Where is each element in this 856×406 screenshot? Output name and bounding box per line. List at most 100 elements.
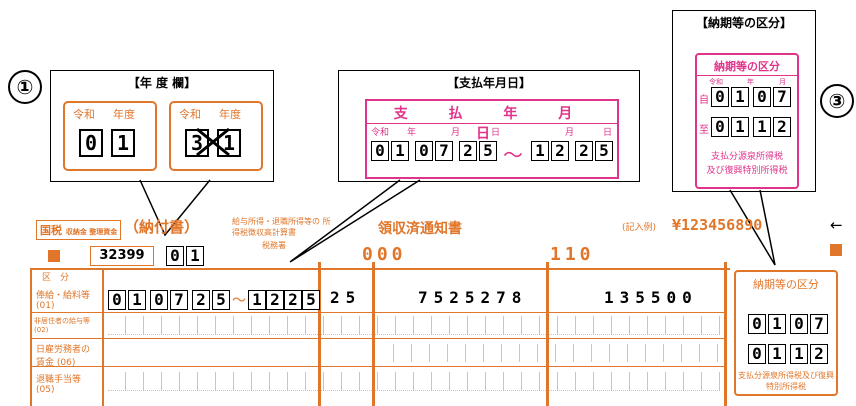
noki-footer-1: 支払分源泉所得税 [710, 152, 783, 162]
noki-footer-2: 及び復興特別所得税 [706, 166, 788, 176]
grid-col-e [724, 262, 727, 406]
row1-from-digit-3: 0 [150, 290, 168, 310]
form-example-label: (記入例) [622, 223, 657, 233]
noki-from-digit-1: 0 [711, 87, 729, 107]
shiharai-from-digit-3: 0 [415, 141, 433, 161]
row1-from-digit-5: 2 [192, 290, 210, 310]
row1-to-digit-2: 2 [266, 290, 284, 310]
noki-pink-box: 納期等の区分 令和 年 月 自 0 1 0 7 至 0 1 1 2 支払分源泉所… [695, 53, 799, 189]
header-kokuzei: 国税 [40, 224, 62, 237]
row1-to-digit-3: 2 [284, 290, 302, 310]
nendo-box-1-unit: 年度 [113, 108, 135, 121]
right-to-digit-1: 0 [748, 344, 766, 364]
form-code-box: 32399 [90, 246, 154, 266]
callout-number-3: ③ [820, 84, 854, 118]
grid-left [30, 268, 32, 406]
shiharai-from-digit-1: 0 [371, 141, 389, 161]
nendo-box-2-unit: 年度 [219, 108, 241, 121]
row3-cells [376, 344, 720, 362]
right-from-digit-1: 0 [748, 314, 766, 334]
row1-people: 25 [330, 288, 362, 307]
shiharai-header: 支 払 年 月 日 [393, 106, 591, 142]
nendo-box-1-digit-1: 0 [79, 129, 103, 157]
right-marker-square [830, 244, 842, 256]
shiharai-sub-5: 月 [565, 128, 575, 138]
grid-col-a [102, 268, 104, 406]
noki-to-digit-1: 0 [711, 117, 729, 137]
grid-top [30, 268, 730, 270]
left-marker-square [48, 250, 60, 262]
row-label-2: 非居住者の給与等 (02) [34, 317, 90, 334]
noki-from-digit-3: 0 [753, 87, 771, 107]
nendo-box-1-digit-2: 1 [111, 129, 135, 157]
nendo-box-1-era: 令和 [73, 108, 95, 121]
right-noki-title: 納期等の区分 [753, 278, 819, 291]
noki-from-digit-2: 1 [731, 87, 749, 107]
noki-callout-title: 【納期等の区分】 [695, 16, 792, 30]
grid-row-1 [30, 312, 726, 313]
shiharai-to-digit-3: 2 [575, 141, 593, 161]
shiharai-sub-1: 令和 [371, 128, 390, 138]
shiharai-from-digit-6: 5 [479, 141, 497, 161]
noki-from-digit-4: 7 [773, 87, 791, 107]
row-label-header: 区 分 [42, 273, 70, 283]
shiharai-to-digit-4: 5 [595, 141, 613, 161]
shiharai-from-digit-5: 2 [459, 141, 477, 161]
shiharai-sub-2: 年 [407, 128, 417, 138]
shiharai-sub-4: 日 [491, 128, 501, 138]
noki-from-label: 自 [699, 95, 709, 106]
nendo-callout: 【年 度 欄】 令和 年度 0 1 令和 年度 3 1 [50, 70, 274, 182]
form-example-digits: ¥123456890 [672, 216, 763, 234]
row-label-4: 退職手当等 (05) [36, 375, 82, 395]
row1-from-digit-4: 7 [170, 290, 188, 310]
row1-tilde: ～ [232, 293, 246, 309]
form-receipt-title: 領収済通知書 [378, 221, 462, 237]
row-label-1: 俸給・給料等 (01) [36, 291, 91, 311]
noki-to-label: 至 [699, 125, 709, 136]
cross-out-icon [196, 127, 230, 157]
noki-callout: 【納期等の区分】 納期等の区分 令和 年 月 自 0 1 0 7 至 0 1 1… [672, 10, 816, 192]
nendo-box-2: 令和 年度 3 1 [169, 101, 263, 171]
right-from-digit-4: 7 [810, 314, 828, 334]
shiharai-from-digit-2: 1 [391, 141, 409, 161]
row1-from-digit-6: 5 [212, 290, 230, 310]
form-header-left: 国税 収納金 整理資金 [36, 220, 122, 240]
shiharai-tilde: ～ [503, 143, 523, 167]
shiharai-sub-6: 日 [603, 128, 613, 138]
right-noki-footer: 支払分源泉所得税及び復興特別所得税 [738, 371, 834, 391]
row1-to-digit-4: 5 [302, 290, 320, 310]
header-shunokin: 収納金 整理資金 [65, 228, 118, 236]
form-dots-code: 000 [362, 244, 407, 265]
row1-to-digit-1: 1 [248, 290, 266, 310]
shiharai-callout-title: 【支払年月日】 [446, 76, 531, 90]
row1-tax: 135500 [604, 288, 698, 307]
nendo-box-2-era: 令和 [179, 108, 201, 121]
form-year-digit-1: 0 [166, 246, 184, 266]
row2-cells [108, 316, 720, 335]
form-tax-office: 税務署 [262, 241, 286, 250]
form-arrow: ← [830, 216, 843, 234]
nendo-callout-title: 【年 度 欄】 [127, 76, 197, 90]
noki-sub-2: 年 [747, 78, 754, 86]
form-kanri-code: 110 [550, 244, 595, 265]
shiharai-divider [367, 123, 617, 124]
row1-from-digit-1: 0 [108, 290, 126, 310]
noki-sub-1: 令和 [709, 78, 723, 86]
shiharai-to-digit-2: 2 [551, 141, 569, 161]
noki-to-digit-2: 1 [731, 117, 749, 137]
shiharai-to-digit-1: 1 [531, 141, 549, 161]
form-mid-title: 給与所得・退職所得等の 所得税徴収高計算書 [232, 217, 331, 237]
shiharai-pink-box: 支 払 年 月 日 令和 年 月 日 月 日 0 1 0 7 2 5 ～ 1 2… [365, 99, 619, 179]
noki-to-digit-4: 2 [773, 117, 791, 137]
right-from-digit-3: 0 [790, 314, 808, 334]
noki-inner-title: 納期等の区分 [714, 60, 780, 73]
noki-divider [697, 75, 797, 76]
row1-from-digit-2: 1 [128, 290, 146, 310]
shiharai-callout: 【支払年月日】 支 払 年 月 日 令和 年 月 日 月 日 0 1 0 7 2… [338, 70, 640, 182]
grid-row-3 [30, 366, 726, 367]
form-year-digit-2: 1 [186, 246, 204, 266]
shiharai-from-digit-4: 7 [435, 141, 453, 161]
right-to-digit-3: 1 [790, 344, 808, 364]
row4-cells [108, 372, 720, 391]
